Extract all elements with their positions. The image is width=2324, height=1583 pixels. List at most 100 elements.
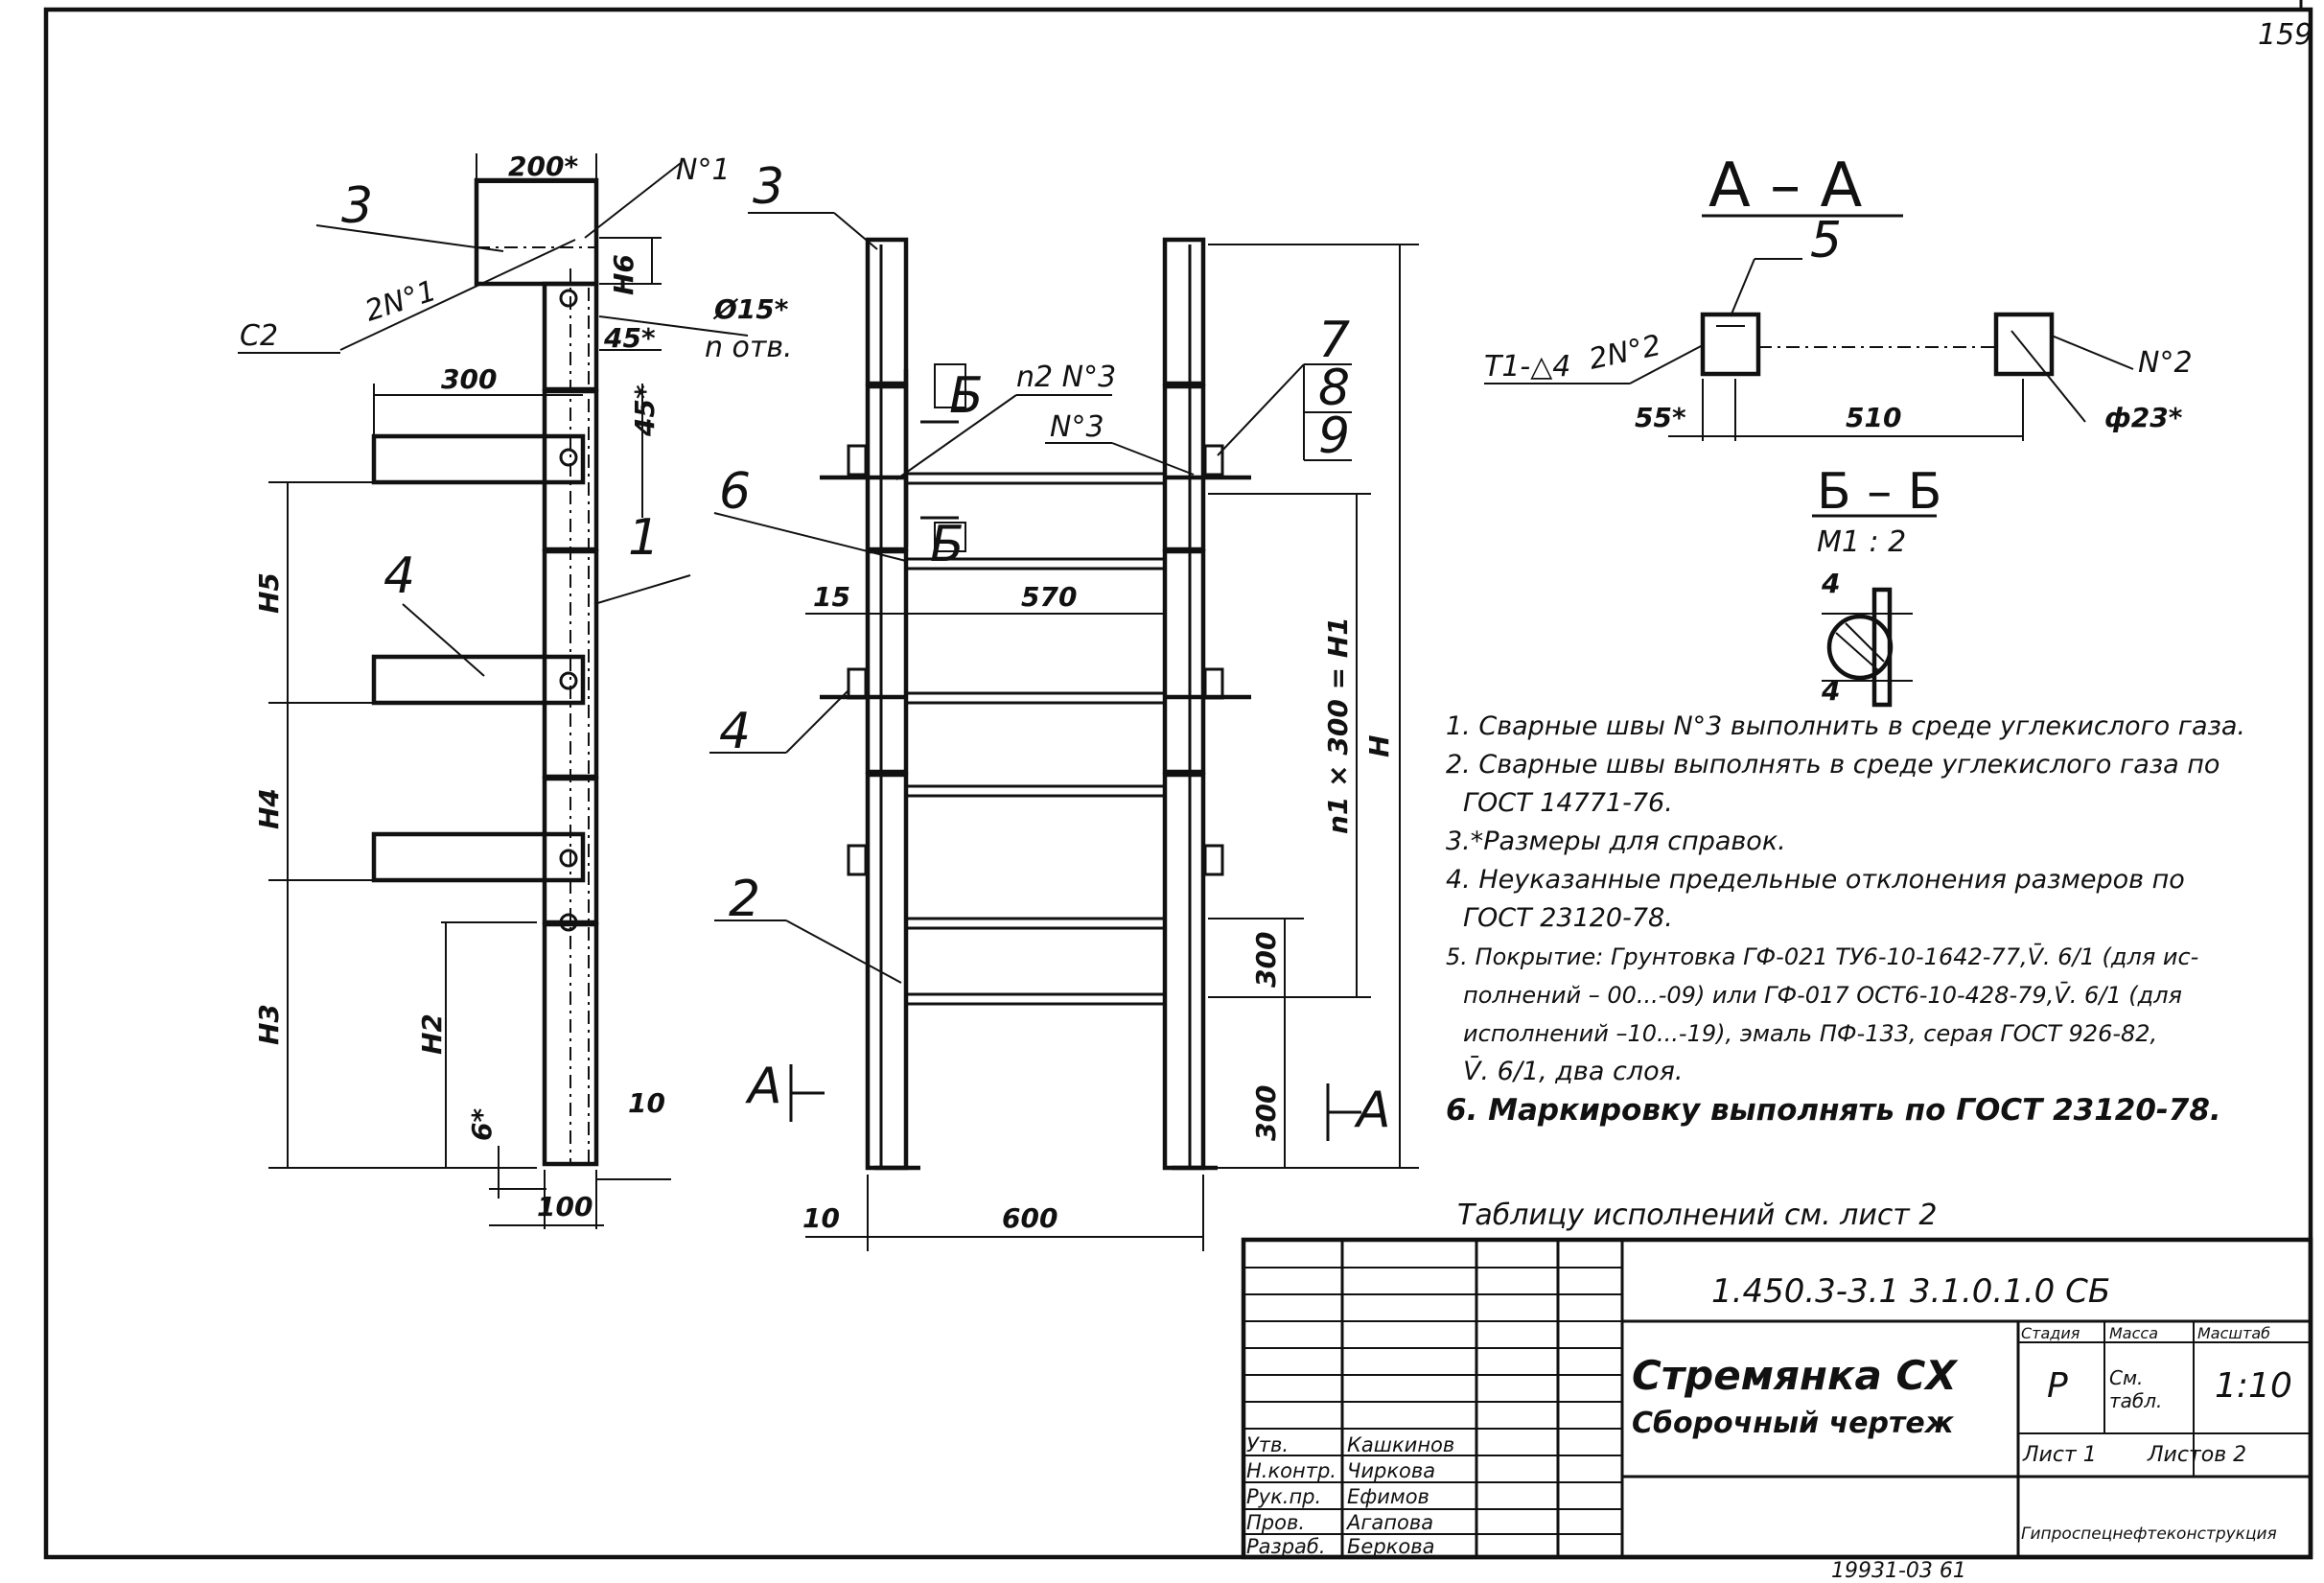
svg-text:4: 4 xyxy=(1821,675,1840,707)
svg-text:55*: 55* xyxy=(1635,402,1686,433)
svg-text:3: 3 xyxy=(341,177,373,235)
sig-name-5: Беркова xyxy=(1347,1535,1435,1558)
svg-text:200*: 200* xyxy=(508,151,578,182)
svg-text:570: 570 xyxy=(1021,581,1077,613)
sig-role-3: Рук.пр. xyxy=(1246,1485,1322,1508)
drawing-subtitle: Сборочный чертеж xyxy=(1632,1407,1954,1440)
sig-role-2: Н.контр. xyxy=(1246,1459,1336,1482)
svg-text:10: 10 xyxy=(628,1087,665,1119)
svg-text:2N°1: 2N°1 xyxy=(361,274,441,329)
sig-role-4: Пров. xyxy=(1246,1511,1306,1534)
note-line: ГОСТ 14771-76. xyxy=(1463,788,1673,818)
scale-header: Масштаб xyxy=(2197,1324,2271,1342)
svg-text:Б: Б xyxy=(930,516,964,573)
svg-text:4: 4 xyxy=(719,703,751,760)
sig-role-5: Разраб. xyxy=(1246,1535,1326,1558)
svg-text:100: 100 xyxy=(537,1191,593,1222)
sig-name-4: Агапова xyxy=(1347,1511,1434,1534)
mass-value: См. табл. xyxy=(2109,1366,2163,1412)
stage-header: Стадия xyxy=(2021,1324,2080,1342)
bracket-top xyxy=(371,433,586,485)
svg-text:3: 3 xyxy=(753,158,784,216)
sig-name-1: Кашкинов xyxy=(1347,1433,1455,1456)
svg-text:2N°2: 2N°2 xyxy=(1586,329,1663,377)
note-line: ГОСТ 23120-78. xyxy=(1463,903,1673,933)
svg-text:4: 4 xyxy=(383,547,415,605)
svg-text:Т1-△4: Т1-△4 xyxy=(1484,350,1570,384)
svg-text:10: 10 xyxy=(802,1202,840,1234)
svg-text:15: 15 xyxy=(813,581,850,613)
title-block xyxy=(1241,1237,2313,1560)
table-reference: Таблицу исполнений см. лист 2 xyxy=(1457,1199,1938,1232)
svg-text:H3: H3 xyxy=(253,1004,285,1045)
svg-text:n отв.: n отв. xyxy=(705,331,793,364)
note-line: 5. Покрытие: Грунтовка ГФ-021 ТУ6-10-164… xyxy=(1446,943,2199,970)
page-number: 159 xyxy=(2258,18,2312,52)
svg-text:C2: C2 xyxy=(240,319,278,353)
general-notes: 1. Сварные швы N°3 выполнить в среде угл… xyxy=(1446,708,2309,1129)
svg-text:А: А xyxy=(1354,1082,1391,1139)
svg-text:300: 300 xyxy=(1250,1085,1282,1141)
svg-text:А: А xyxy=(745,1058,782,1115)
svg-text:H2: H2 xyxy=(416,1013,448,1055)
archive-number: 19931-03 61 xyxy=(1831,1559,1966,1583)
note-line: 4. Неуказанные предельные отклонения раз… xyxy=(1446,865,2185,895)
organization: Гипроспецнефтеконструкция xyxy=(2021,1525,2277,1544)
svg-text:N°1: N°1 xyxy=(676,153,731,187)
svg-text:n2 N°3: n2 N°3 xyxy=(1016,361,1116,394)
svg-text:H5: H5 xyxy=(253,572,285,614)
drawing-title: Стремянка СХ xyxy=(1632,1352,1957,1399)
sig-name-3: Ефимов xyxy=(1347,1485,1429,1508)
right-dims: А H n1 × 300 = H1 300 300 7 8 9 N°3 xyxy=(1045,244,1419,1169)
svg-text:4: 4 xyxy=(1821,568,1840,599)
svg-text:1: 1 xyxy=(628,509,660,567)
note-line: 3.*Размеры для справок. xyxy=(1446,826,1786,856)
svg-text:45*: 45* xyxy=(603,322,656,354)
section-a-a: А – А 5 Т1-△4 2N°2 N°2 55* 510 ф23* xyxy=(1484,151,2193,441)
svg-text:600: 600 xyxy=(1002,1202,1057,1234)
svg-text:Б – Б: Б – Б xyxy=(1817,463,1941,521)
svg-text:6*: 6* xyxy=(466,1108,498,1141)
note-line: 1. Сварные швы N°3 выполнить в среде угл… xyxy=(1446,711,2245,741)
side-view: 3 N°1 2N°1 C2 200* H6 Ø15* n отв. 45* 45… xyxy=(238,151,793,1229)
note-line: 2. Сварные швы выполнять в среде углекис… xyxy=(1446,750,2220,780)
note-line: V̄. 6/1, два слоя. xyxy=(1463,1057,1684,1086)
svg-text:45*: 45* xyxy=(629,384,661,437)
svg-text:300: 300 xyxy=(1250,932,1282,988)
section-b-b: Б – Б М1 : 2 4 4 xyxy=(1812,463,1941,708)
note-line: полнений – 00...-09) или ГФ-017 ОСТ6-10-… xyxy=(1463,982,2182,1009)
svg-text:5: 5 xyxy=(1810,212,1842,269)
svg-text:Б: Б xyxy=(949,367,984,425)
svg-text:М1 : 2: М1 : 2 xyxy=(1817,525,1906,559)
bracket-mid xyxy=(371,654,586,706)
svg-text:6: 6 xyxy=(719,463,751,521)
svg-text:7: 7 xyxy=(1318,312,1350,369)
scale-value: 1:10 xyxy=(2215,1366,2292,1406)
svg-text:n1 × 300 = H1: n1 × 300 = H1 xyxy=(1322,617,1354,834)
svg-text:8: 8 xyxy=(1318,360,1350,417)
sig-name-2: Чиркова xyxy=(1347,1459,1436,1482)
svg-text:9: 9 xyxy=(1318,407,1350,465)
svg-text:А – А: А – А xyxy=(1708,151,1862,221)
note-line: 6. Маркировку выполнять по ГОСТ 23120-78… xyxy=(1446,1093,2221,1128)
svg-text:510: 510 xyxy=(1846,402,1901,433)
svg-text:N°3: N°3 xyxy=(1050,410,1104,444)
svg-text:N°2: N°2 xyxy=(2138,346,2193,380)
svg-text:ф23*: ф23* xyxy=(2104,402,2183,433)
svg-text:Ø15*: Ø15* xyxy=(712,293,789,325)
sheet-frame xyxy=(43,7,2313,1560)
svg-text:300: 300 xyxy=(441,363,497,395)
document-code: 1.450.3-3.1 3.1.0.1.0 СБ xyxy=(1711,1272,2111,1311)
svg-text:2: 2 xyxy=(729,871,760,928)
svg-text:H6: H6 xyxy=(608,254,639,295)
note-line: исполнений –10...-19), эмаль ПФ-133, сер… xyxy=(1463,1020,2158,1047)
sheet-count: Листов 2 xyxy=(2148,1443,2247,1467)
front-view: Б Б А 3 6 4 2 n2 N°3 15 570 10 600 xyxy=(709,158,1251,1251)
mass-header: Масса xyxy=(2109,1324,2159,1342)
svg-text:H: H xyxy=(1363,735,1395,757)
sheet-number: Лист 1 xyxy=(2023,1443,2097,1467)
sig-role-1: Утв. xyxy=(1246,1433,1290,1456)
part-3-bracket xyxy=(474,177,599,287)
stage-value: Р xyxy=(2047,1366,2068,1406)
